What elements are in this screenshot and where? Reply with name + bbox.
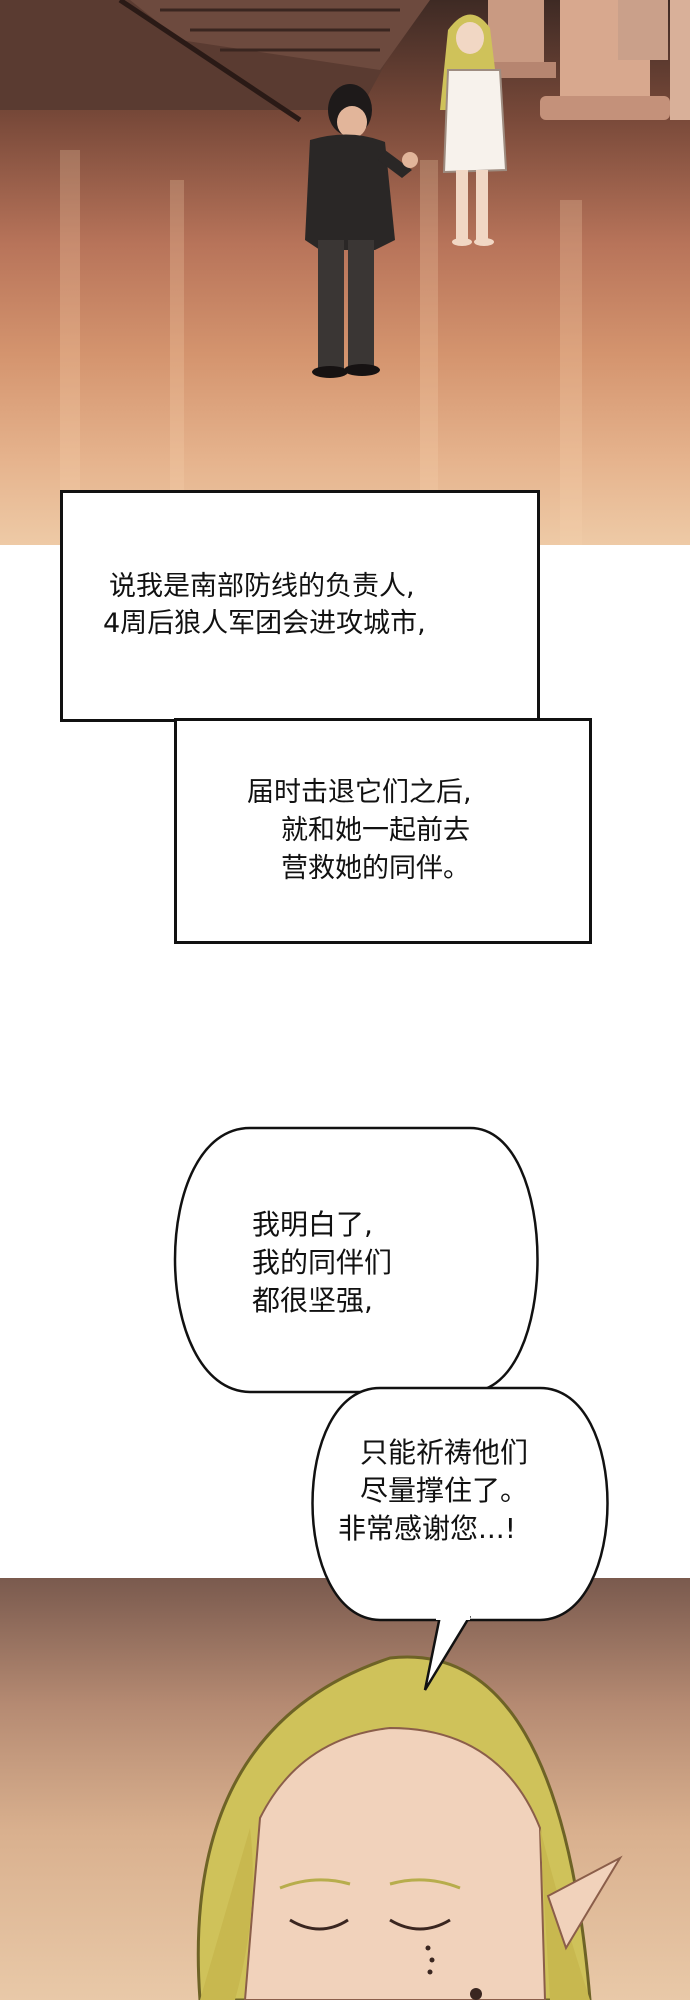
speech-1-line-1: 我明白了, [252,1208,373,1241]
caption-2-line-2: 就和她一起前去 [281,815,470,846]
speech-2-line-1: 只能祈祷他们 [360,1436,529,1469]
man-in-suit [305,84,418,378]
scene-panel-elf-closeup [0,1578,690,2000]
caption-1-line-1: 说我是南部防线的负责人, [109,571,415,602]
elf-in-white-dress [440,14,508,246]
narration-caption-2: 届时击退它们之后, 就和她一起前去 营救她的同伴。 [174,718,592,944]
scene-panel-hall [0,0,690,545]
hall-illustration [0,0,690,545]
speech-1-line-2: 我的同伴们 [252,1246,393,1279]
elf-closeup-illustration [196,1655,623,2000]
columns [476,0,690,120]
caption-1-line-2: 4周后狼人军团会进攻城市, [103,608,426,639]
floor-light-streaks [60,150,582,545]
speech-1-line-3: 都很坚强, [252,1284,373,1317]
speech-2-line-3: 非常感谢您...! [338,1512,516,1545]
speech-bubble-tail [423,1615,472,1691]
speech-2-line-2: 尽量撑住了。 [360,1474,529,1507]
caption-2-line-3: 营救她的同伴。 [281,853,470,884]
speech-bubble-2-shape [311,1386,609,1622]
caption-2-line-1: 届时击退它们之后, [247,777,472,808]
staircase [0,0,430,123]
